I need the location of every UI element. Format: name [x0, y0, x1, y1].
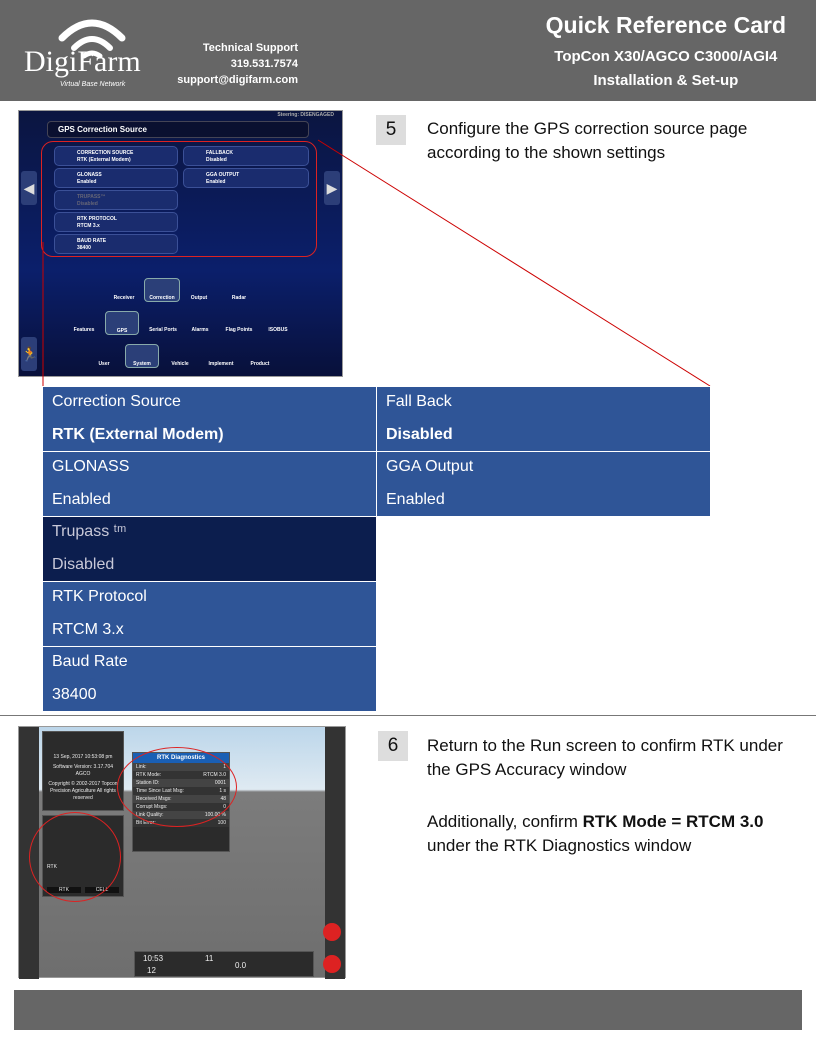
steering-status: Steering: DISENGAGED [277, 112, 334, 118]
nav-user[interactable]: User [98, 361, 110, 367]
right-toolbar[interactable] [325, 727, 345, 979]
section-divider [0, 715, 816, 716]
logo-subtitle: Virtual Base Network [60, 81, 126, 88]
nav-flag-points[interactable]: Flag Points [225, 327, 253, 333]
step-6-number: 6 [378, 731, 408, 761]
footer-bar [14, 990, 802, 1030]
nav-implement[interactable]: Implement [208, 361, 234, 367]
next-page-button[interactable]: ▶ [324, 171, 340, 205]
step-5-number: 5 [376, 115, 406, 145]
logo-text: DigiFarm [24, 45, 141, 78]
highlight-circle-diag [117, 747, 237, 827]
support-email[interactable]: support@digifarm.com [177, 74, 298, 86]
nav-radar[interactable]: Radar [231, 295, 247, 301]
nav-system[interactable]: System [125, 344, 159, 368]
support-phone: 319.531.7574 [230, 58, 298, 70]
stop-button[interactable] [323, 923, 341, 941]
nav-correction[interactable]: Correction [144, 278, 180, 302]
page-title: Quick Reference Card [545, 12, 786, 38]
nav-gps[interactable]: GPS [105, 311, 139, 335]
nav-features[interactable]: Features [73, 327, 95, 333]
nav-isobus[interactable]: ISOBUS [268, 327, 288, 333]
support-info: Technical Support 319.531.7574 support@d… [166, 40, 298, 88]
support-title: Technical Support [202, 42, 298, 54]
page-subtitle-2: Installation & Set-up [593, 72, 739, 89]
nav-vehicle[interactable]: Vehicle [171, 361, 189, 367]
highlight-circle [41, 141, 317, 257]
nav-output[interactable]: Output [190, 295, 208, 301]
screen-title: GPS Correction Source [47, 121, 309, 138]
wifi-logo-icon [58, 19, 126, 59]
highlight-circle-gps [29, 812, 121, 902]
header: DigiFarm Virtual Base Network Technical … [0, 0, 816, 101]
nav-receiver[interactable]: Receiver [113, 295, 135, 301]
gps-correction-screenshot: Steering: DISENGAGED GPS Correction Sour… [18, 110, 343, 377]
nav-alarms[interactable]: Alarms [191, 327, 209, 333]
step-6-text: Return to the Run screen to confirm RTK … [427, 736, 783, 779]
run-screen-button[interactable]: 🏃 [21, 337, 38, 371]
nav-product[interactable]: Product [250, 361, 270, 367]
prev-page-button[interactable]: ◀ [21, 171, 37, 205]
nav-serial-ports[interactable]: Serial Ports [149, 327, 177, 333]
steering-button[interactable] [323, 955, 341, 973]
status-bar: 10:53 12 11 0.0 [134, 951, 314, 977]
step-6-text-2: Additionally, confirm RTK Mode = RTCM 3.… [427, 812, 764, 855]
page-subtitle: TopCon X30/AGCO C3000/AGI4 [554, 48, 778, 65]
step-5-text: Configure the GPS correction source page… [427, 119, 748, 162]
title-block: Quick Reference Card TopCon X30/AGCO C30… [546, 12, 786, 93]
